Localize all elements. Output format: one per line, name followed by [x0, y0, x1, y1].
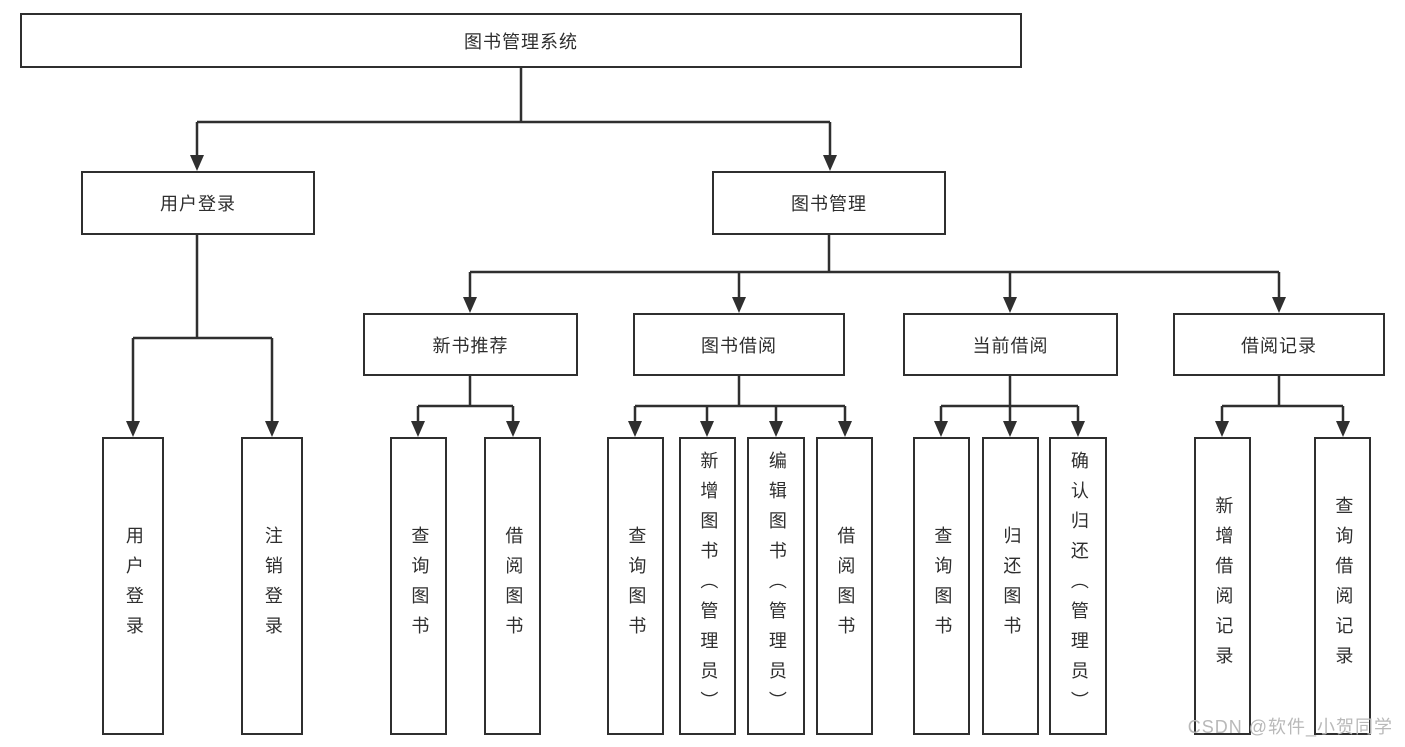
leaf-borrow-books-1: 借阅图书: [484, 437, 541, 735]
node-new-book-recommend-label: 新书推荐: [432, 335, 509, 356]
node-borrow-records: 借阅记录: [1173, 313, 1385, 376]
leaf-query-books-2: 查询图书: [607, 437, 664, 735]
leaf-add-borrow-record-label: 新增借阅记录: [1213, 496, 1234, 676]
leaf-query-books-1-label: 查询图书: [409, 526, 430, 646]
node-current-borrow-label: 当前借阅: [972, 335, 1049, 356]
node-new-book-recommend: 新书推荐: [363, 313, 578, 376]
leaf-query-books-3: 查询图书: [913, 437, 970, 735]
leaf-borrow-books-2: 借阅图书: [816, 437, 873, 735]
leaf-query-borrow-record: 查询借阅记录: [1314, 437, 1371, 735]
node-user-login-label: 用户登录: [160, 194, 236, 214]
leaf-return-books-label: 归还图书: [1001, 526, 1022, 646]
leaf-user-login: 用户登录: [102, 437, 164, 735]
leaf-query-books-3-label: 查询图书: [932, 526, 953, 646]
node-root: 图书管理系统: [20, 13, 1022, 68]
leaf-logout-label: 注销登录: [262, 526, 283, 646]
csdn-watermark: CSDN @软件_小贺同学: [1187, 717, 1393, 737]
node-root-label: 图书管理系统: [464, 31, 578, 52]
node-current-borrow: 当前借阅: [903, 313, 1118, 376]
leaf-add-books-admin-label: 新增图书（管理员）: [698, 451, 719, 721]
leaf-borrow-books-1-label: 借阅图书: [503, 526, 524, 646]
leaf-logout: 注销登录: [241, 437, 303, 735]
leaf-confirm-return-admin: 确认归还（管理员）: [1049, 437, 1107, 735]
node-book-borrow: 图书借阅: [633, 313, 845, 376]
leaf-query-borrow-record-label: 查询借阅记录: [1333, 496, 1354, 676]
leaf-borrow-books-2-label: 借阅图书: [835, 526, 856, 646]
node-book-management: 图书管理: [712, 171, 946, 235]
leaf-query-books-2-label: 查询图书: [626, 526, 647, 646]
leaf-query-books-1: 查询图书: [390, 437, 447, 735]
node-book-management-label: 图书管理: [791, 194, 867, 214]
leaf-add-books-admin: 新增图书（管理员）: [679, 437, 736, 735]
leaf-user-login-label: 用户登录: [123, 526, 144, 646]
node-borrow-records-label: 借阅记录: [1241, 335, 1317, 356]
leaf-add-borrow-record: 新增借阅记录: [1194, 437, 1251, 735]
leaf-edit-books-admin: 编辑图书（管理员）: [747, 437, 805, 735]
leaf-confirm-return-admin-label: 确认归还（管理员）: [1068, 451, 1089, 721]
leaf-edit-books-admin-label: 编辑图书（管理员）: [766, 451, 787, 721]
node-user-login: 用户登录: [81, 171, 315, 235]
node-book-borrow-label: 图书借阅: [701, 335, 777, 356]
leaf-return-books: 归还图书: [982, 437, 1039, 735]
